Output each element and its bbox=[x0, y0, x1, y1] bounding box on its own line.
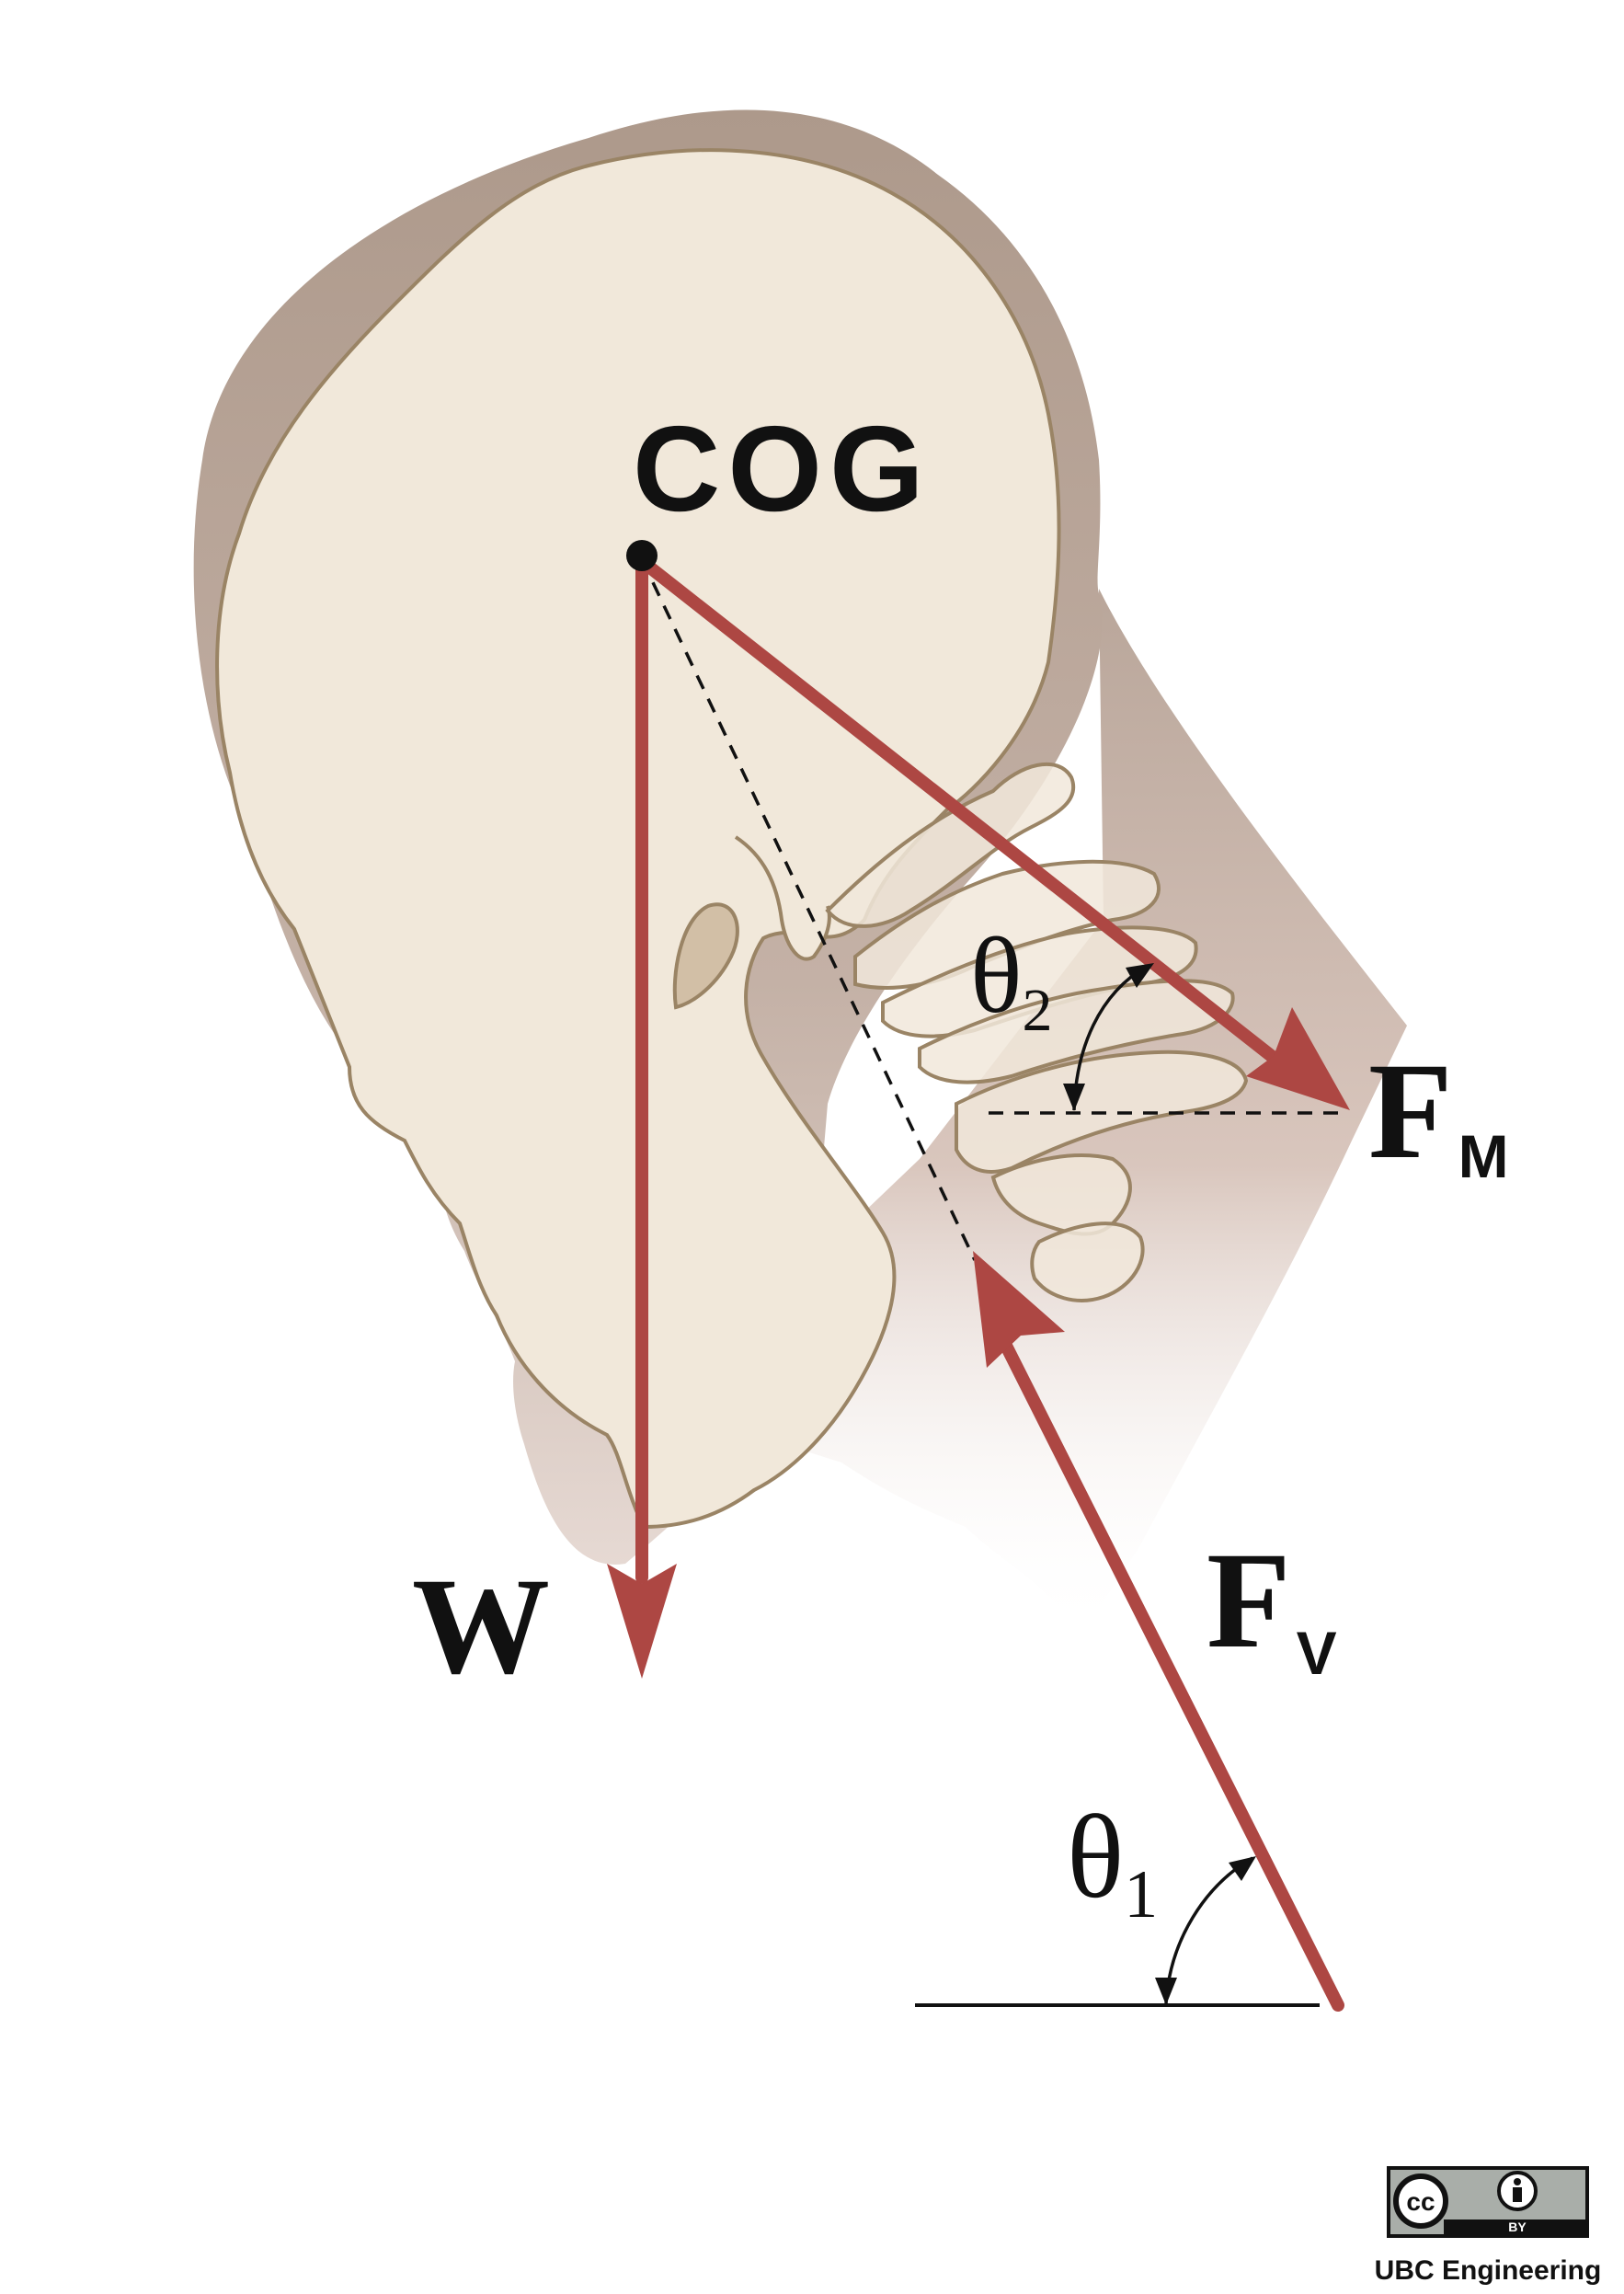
weight-label: W bbox=[412, 1550, 550, 1703]
vertebral-force-arrowhead bbox=[973, 1251, 1065, 1368]
attribution-icon-body bbox=[1513, 2187, 1522, 2202]
theta2-arrowhead-bottom-icon bbox=[1063, 1084, 1085, 1111]
muscle-force-label-subscript: M bbox=[1458, 1122, 1509, 1190]
theta2-symbol: θ bbox=[970, 915, 1023, 1036]
vertebra-c7 bbox=[1030, 1222, 1145, 1302]
cog-to-fv-dashed-line bbox=[640, 558, 977, 1261]
vertebral-force-arrow-shaft bbox=[996, 1332, 1344, 2012]
labels: COG W FM FV θ1 θ2 bbox=[412, 401, 1509, 1933]
muscle-force-arrowhead bbox=[1246, 1007, 1350, 1110]
ear-opening bbox=[672, 902, 739, 1010]
theta1-arc bbox=[1164, 1856, 1253, 2004]
credit-text: UBC Engineering bbox=[1375, 2255, 1602, 2286]
theta1-label: θ1 bbox=[1067, 1791, 1158, 1933]
reference-lines bbox=[640, 558, 1343, 2007]
cog-marker bbox=[626, 540, 658, 571]
cervical-vertebrae bbox=[825, 762, 1249, 1302]
cc-icon bbox=[1393, 2174, 1448, 2229]
theta1-arrowhead-bottom-icon bbox=[1155, 1978, 1177, 2005]
muscle-force-label-main: F bbox=[1368, 1035, 1453, 1187]
weight-force-arrowhead bbox=[607, 1564, 677, 1679]
cog-point bbox=[626, 540, 658, 571]
muscle-force-label: FM bbox=[1368, 1035, 1509, 1190]
vertebral-force-label: FV bbox=[1207, 1524, 1337, 1687]
vertebral-force-label-main: F bbox=[1207, 1524, 1291, 1677]
theta2-arrowhead-top-icon bbox=[1126, 963, 1154, 988]
cc-license-badge: cc BY UBC Engineering bbox=[1375, 2166, 1602, 2286]
theta2-label: θ2 bbox=[970, 915, 1053, 1044]
cc-by-text: BY bbox=[1508, 2219, 1527, 2234]
vertebra-c6 bbox=[990, 1153, 1132, 1236]
cc-icon-text: cc bbox=[1406, 2187, 1435, 2216]
theta1-symbol: θ bbox=[1067, 1791, 1124, 1923]
theta2-subscript: 2 bbox=[1023, 977, 1053, 1044]
theta1-subscript: 1 bbox=[1124, 1857, 1158, 1933]
theta1-arrowhead-top-icon bbox=[1229, 1856, 1256, 1881]
force-arrows bbox=[607, 555, 1350, 2012]
vertebral-force-label-subscript: V bbox=[1297, 1619, 1337, 1687]
attribution-icon-head bbox=[1514, 2178, 1521, 2185]
mastoid-process bbox=[734, 835, 831, 961]
cog-label: COG bbox=[633, 401, 932, 536]
vertebra-c1 bbox=[825, 762, 1076, 928]
muscle-force-arrow-shaft bbox=[635, 555, 1280, 1064]
cc-badge-strip bbox=[1444, 2219, 1585, 2234]
angle-markers bbox=[1063, 963, 1256, 2005]
